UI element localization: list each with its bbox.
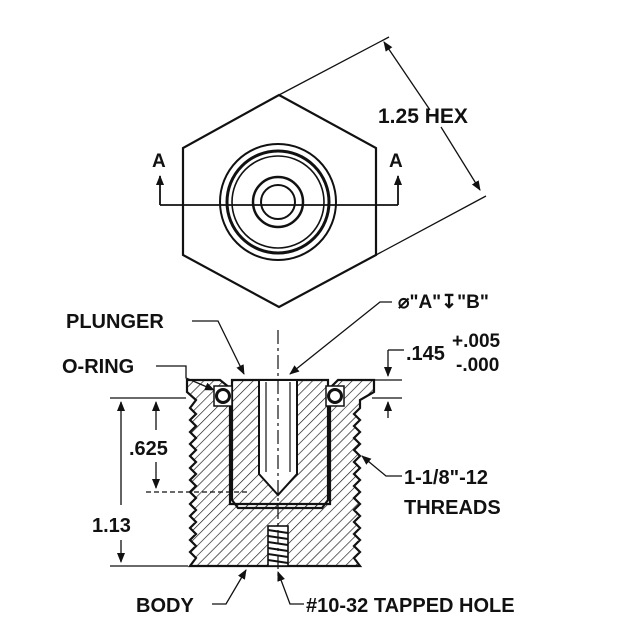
hex-dimension-label: 1.25 HEX — [378, 105, 468, 128]
threads-label-line2: THREADS — [404, 497, 501, 519]
oring-label: O-RING — [62, 356, 134, 378]
oring-ring-inner — [231, 155, 325, 249]
oring-leader — [156, 365, 215, 391]
outer-ring — [219, 143, 337, 261]
hex-dim-line-a — [383, 41, 431, 111]
body-label: BODY — [136, 595, 194, 617]
section-label-left: A — [152, 151, 166, 172]
oring-ring-outer — [225, 149, 331, 255]
threads-leader — [361, 455, 402, 477]
tolerance-minus-label: -.000 — [456, 355, 499, 376]
flange-dimension-label: .145 — [406, 343, 445, 365]
oring-right — [327, 388, 343, 404]
tapped-hole-label: #10-32 TAPPED HOLE — [306, 595, 515, 617]
body-leader — [212, 569, 247, 605]
section-view — [185, 330, 376, 580]
section-label-right: A — [389, 151, 403, 172]
top-view — [156, 36, 487, 309]
hex-dim-line-b — [440, 126, 481, 191]
dimension-113-label: 1.13 — [92, 515, 131, 537]
plunger-top — [251, 175, 305, 229]
dimension-625-label: .625 — [129, 438, 168, 460]
body-section — [185, 378, 376, 568]
bore-callout-leader — [289, 301, 392, 375]
bore-callout-label: ⌀"A"↧"B" — [398, 292, 489, 313]
tapped-hole-leader — [277, 571, 304, 605]
hex-ext-line-top — [278, 36, 390, 96]
hex-outline — [181, 93, 378, 309]
plunger-label: PLUNGER — [66, 311, 164, 333]
tolerance-plus-label: +.005 — [452, 331, 501, 352]
bore-top — [260, 184, 296, 220]
dimensions — [110, 301, 404, 605]
plunger-leader — [192, 320, 245, 375]
oring-left — [215, 388, 231, 404]
hex-ext-line-bottom — [375, 195, 487, 256]
threads-label-line1: 1-1/8"-12 — [404, 467, 488, 489]
